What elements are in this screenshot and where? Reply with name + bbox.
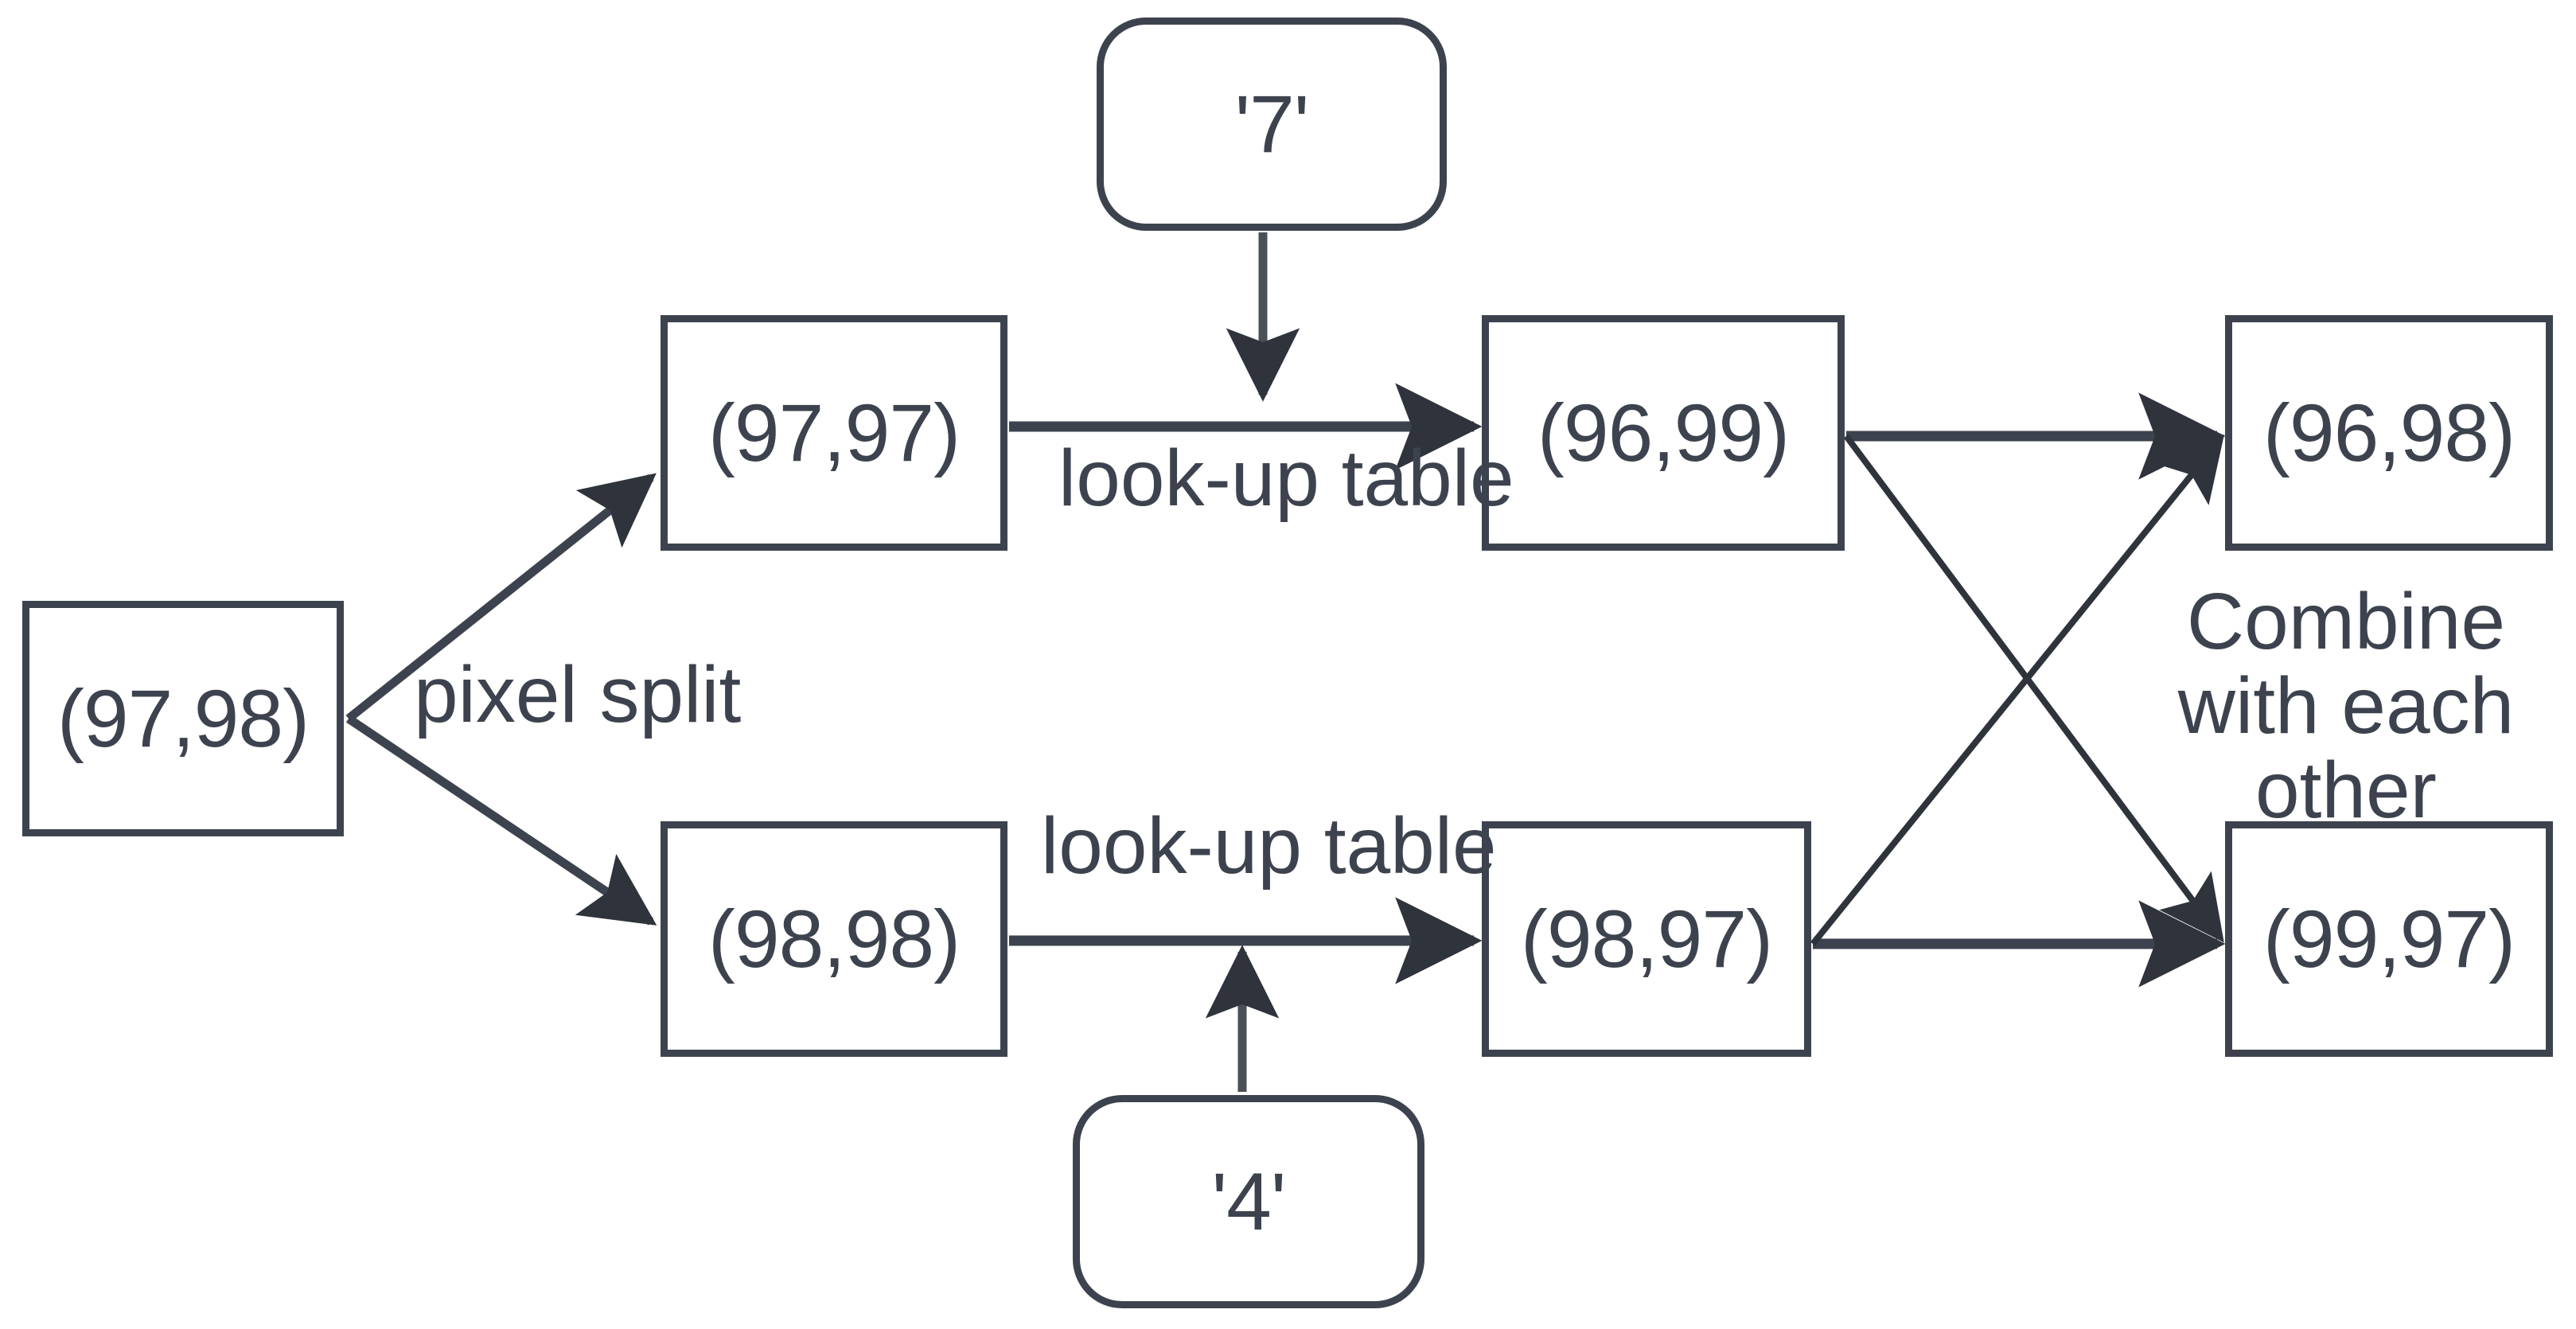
node-lower-left[interactable]: (98,98) [661,821,1007,1057]
node-lower-right[interactable]: (99,97) [2225,821,2553,1057]
edge-label-pixel-split: pixel split [414,650,742,739]
edge-source-to-upper-left [345,473,657,723]
node-lower-mid[interactable]: (98,97) [1482,821,1811,1057]
edge-label-look-up-table-top: look-up table [1058,434,1514,523]
node-key-bottom[interactable]: '4' [1073,1095,1424,1308]
edge-source-to-lower-left [345,715,657,926]
edge-upper-mid-to-lower-right [1843,434,2224,943]
node-upper-mid-label: (96,99) [1537,388,1790,478]
node-upper-right[interactable]: (96,98) [2225,315,2553,551]
edge-label-combine-with-each-other: Combine with each other [2177,577,2515,835]
node-source-label: (97,98) [57,673,310,764]
node-lower-mid-label: (98,97) [1520,894,1773,984]
node-source[interactable]: (97,98) [22,601,344,836]
node-key-bottom-label: '4' [1211,1156,1287,1247]
node-upper-mid[interactable]: (96,99) [1482,315,1845,551]
node-upper-left-label: (97,97) [707,388,961,478]
edge-label-look-up-table-bottom: look-up table [1041,801,1497,891]
node-key-top-label: '7' [1234,79,1310,170]
node-upper-right-label: (96,98) [2262,388,2516,478]
node-lower-right-label: (99,97) [2262,894,2516,984]
node-key-top[interactable]: '7' [1097,18,1447,231]
edge-lower-mid-to-upper-right [1810,434,2225,946]
node-lower-left-label: (98,98) [707,894,961,984]
node-upper-left[interactable]: (97,97) [661,315,1007,551]
